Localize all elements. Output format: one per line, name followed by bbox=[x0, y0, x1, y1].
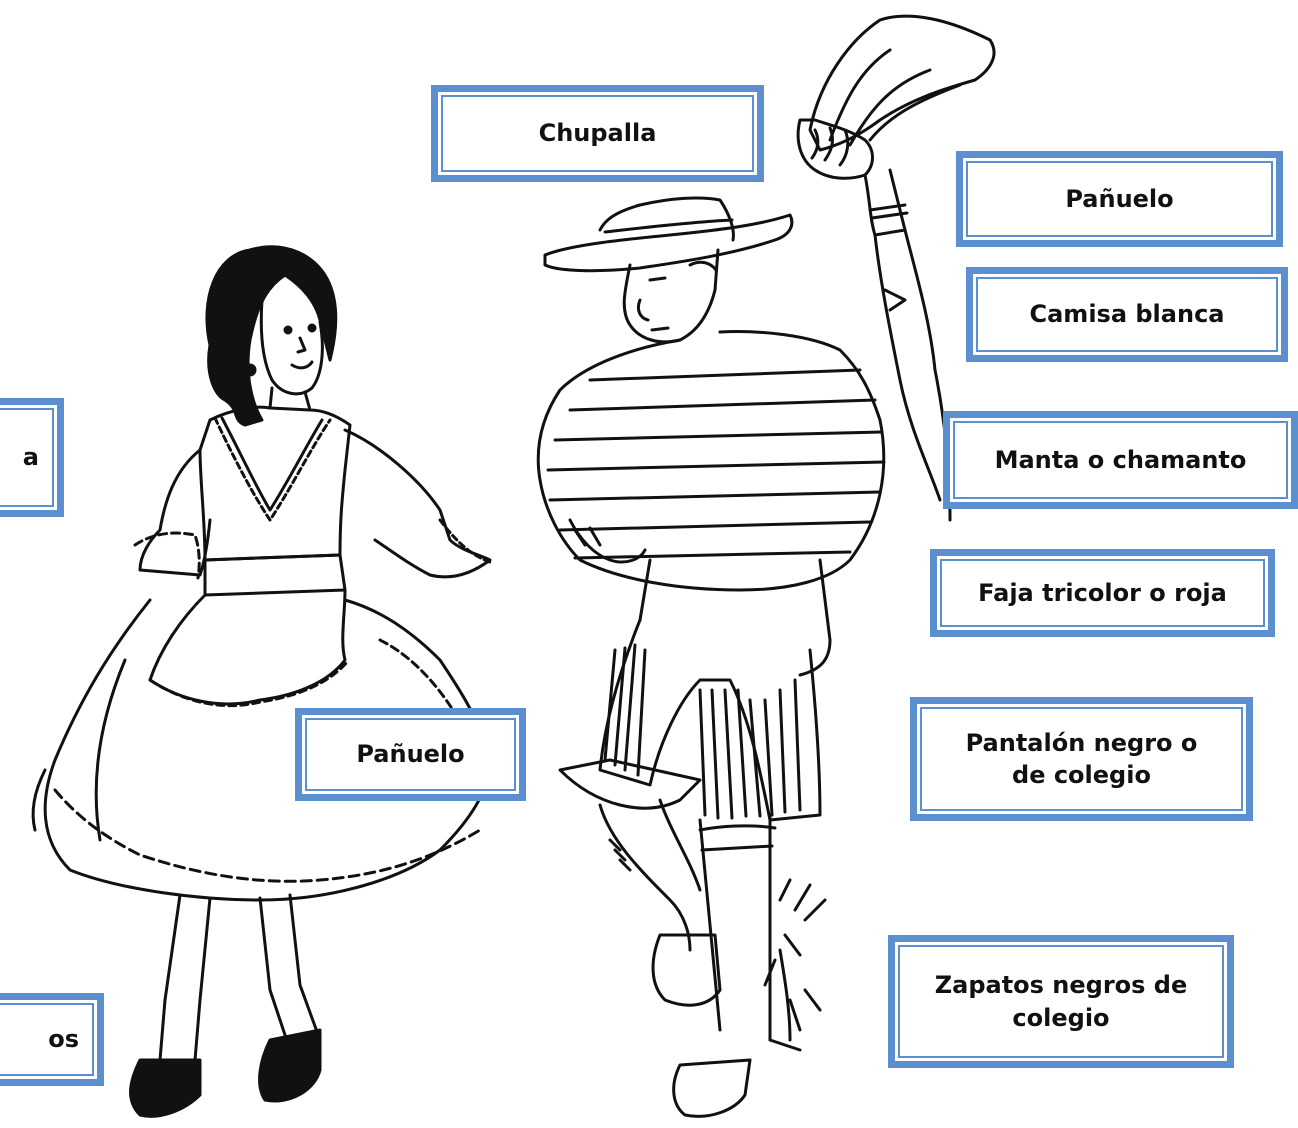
label-pantalon-text: Pantalón negro o de colegio bbox=[965, 728, 1198, 789]
label-partial-left-bottom-text: os bbox=[48, 1025, 79, 1054]
label-panuelo-woman-text: Pañuelo bbox=[356, 740, 465, 769]
label-panuelo-woman: Pañuelo bbox=[295, 708, 526, 801]
man-figure bbox=[536, 14, 996, 1118]
label-chupalla-text: Chupalla bbox=[538, 119, 657, 148]
label-manta: Manta o chamanto bbox=[943, 411, 1298, 509]
label-manta-text: Manta o chamanto bbox=[994, 445, 1247, 474]
label-partial-left-bottom: os bbox=[0, 993, 104, 1086]
label-panuelo-man: Pañuelo bbox=[956, 151, 1283, 247]
label-zapatos-man-text: Zapatos negros de colegio bbox=[934, 971, 1188, 1032]
label-partial-left-top: a bbox=[0, 398, 64, 517]
label-zapatos-man: Zapatos negros de colegio bbox=[888, 935, 1234, 1068]
label-faja-text: Faja tricolor o roja bbox=[978, 578, 1227, 607]
label-pantalon: Pantalón negro o de colegio bbox=[910, 697, 1253, 821]
label-panuelo-man-text: Pañuelo bbox=[1065, 184, 1174, 213]
label-partial-left-top-text: a bbox=[22, 443, 39, 472]
label-faja: Faja tricolor o roja bbox=[930, 549, 1275, 637]
label-camisa-blanca: Camisa blanca bbox=[966, 267, 1288, 362]
label-chupalla: Chupalla bbox=[431, 85, 764, 182]
woman-figure bbox=[31, 245, 492, 1118]
label-camisa-blanca-text: Camisa blanca bbox=[1029, 300, 1225, 329]
